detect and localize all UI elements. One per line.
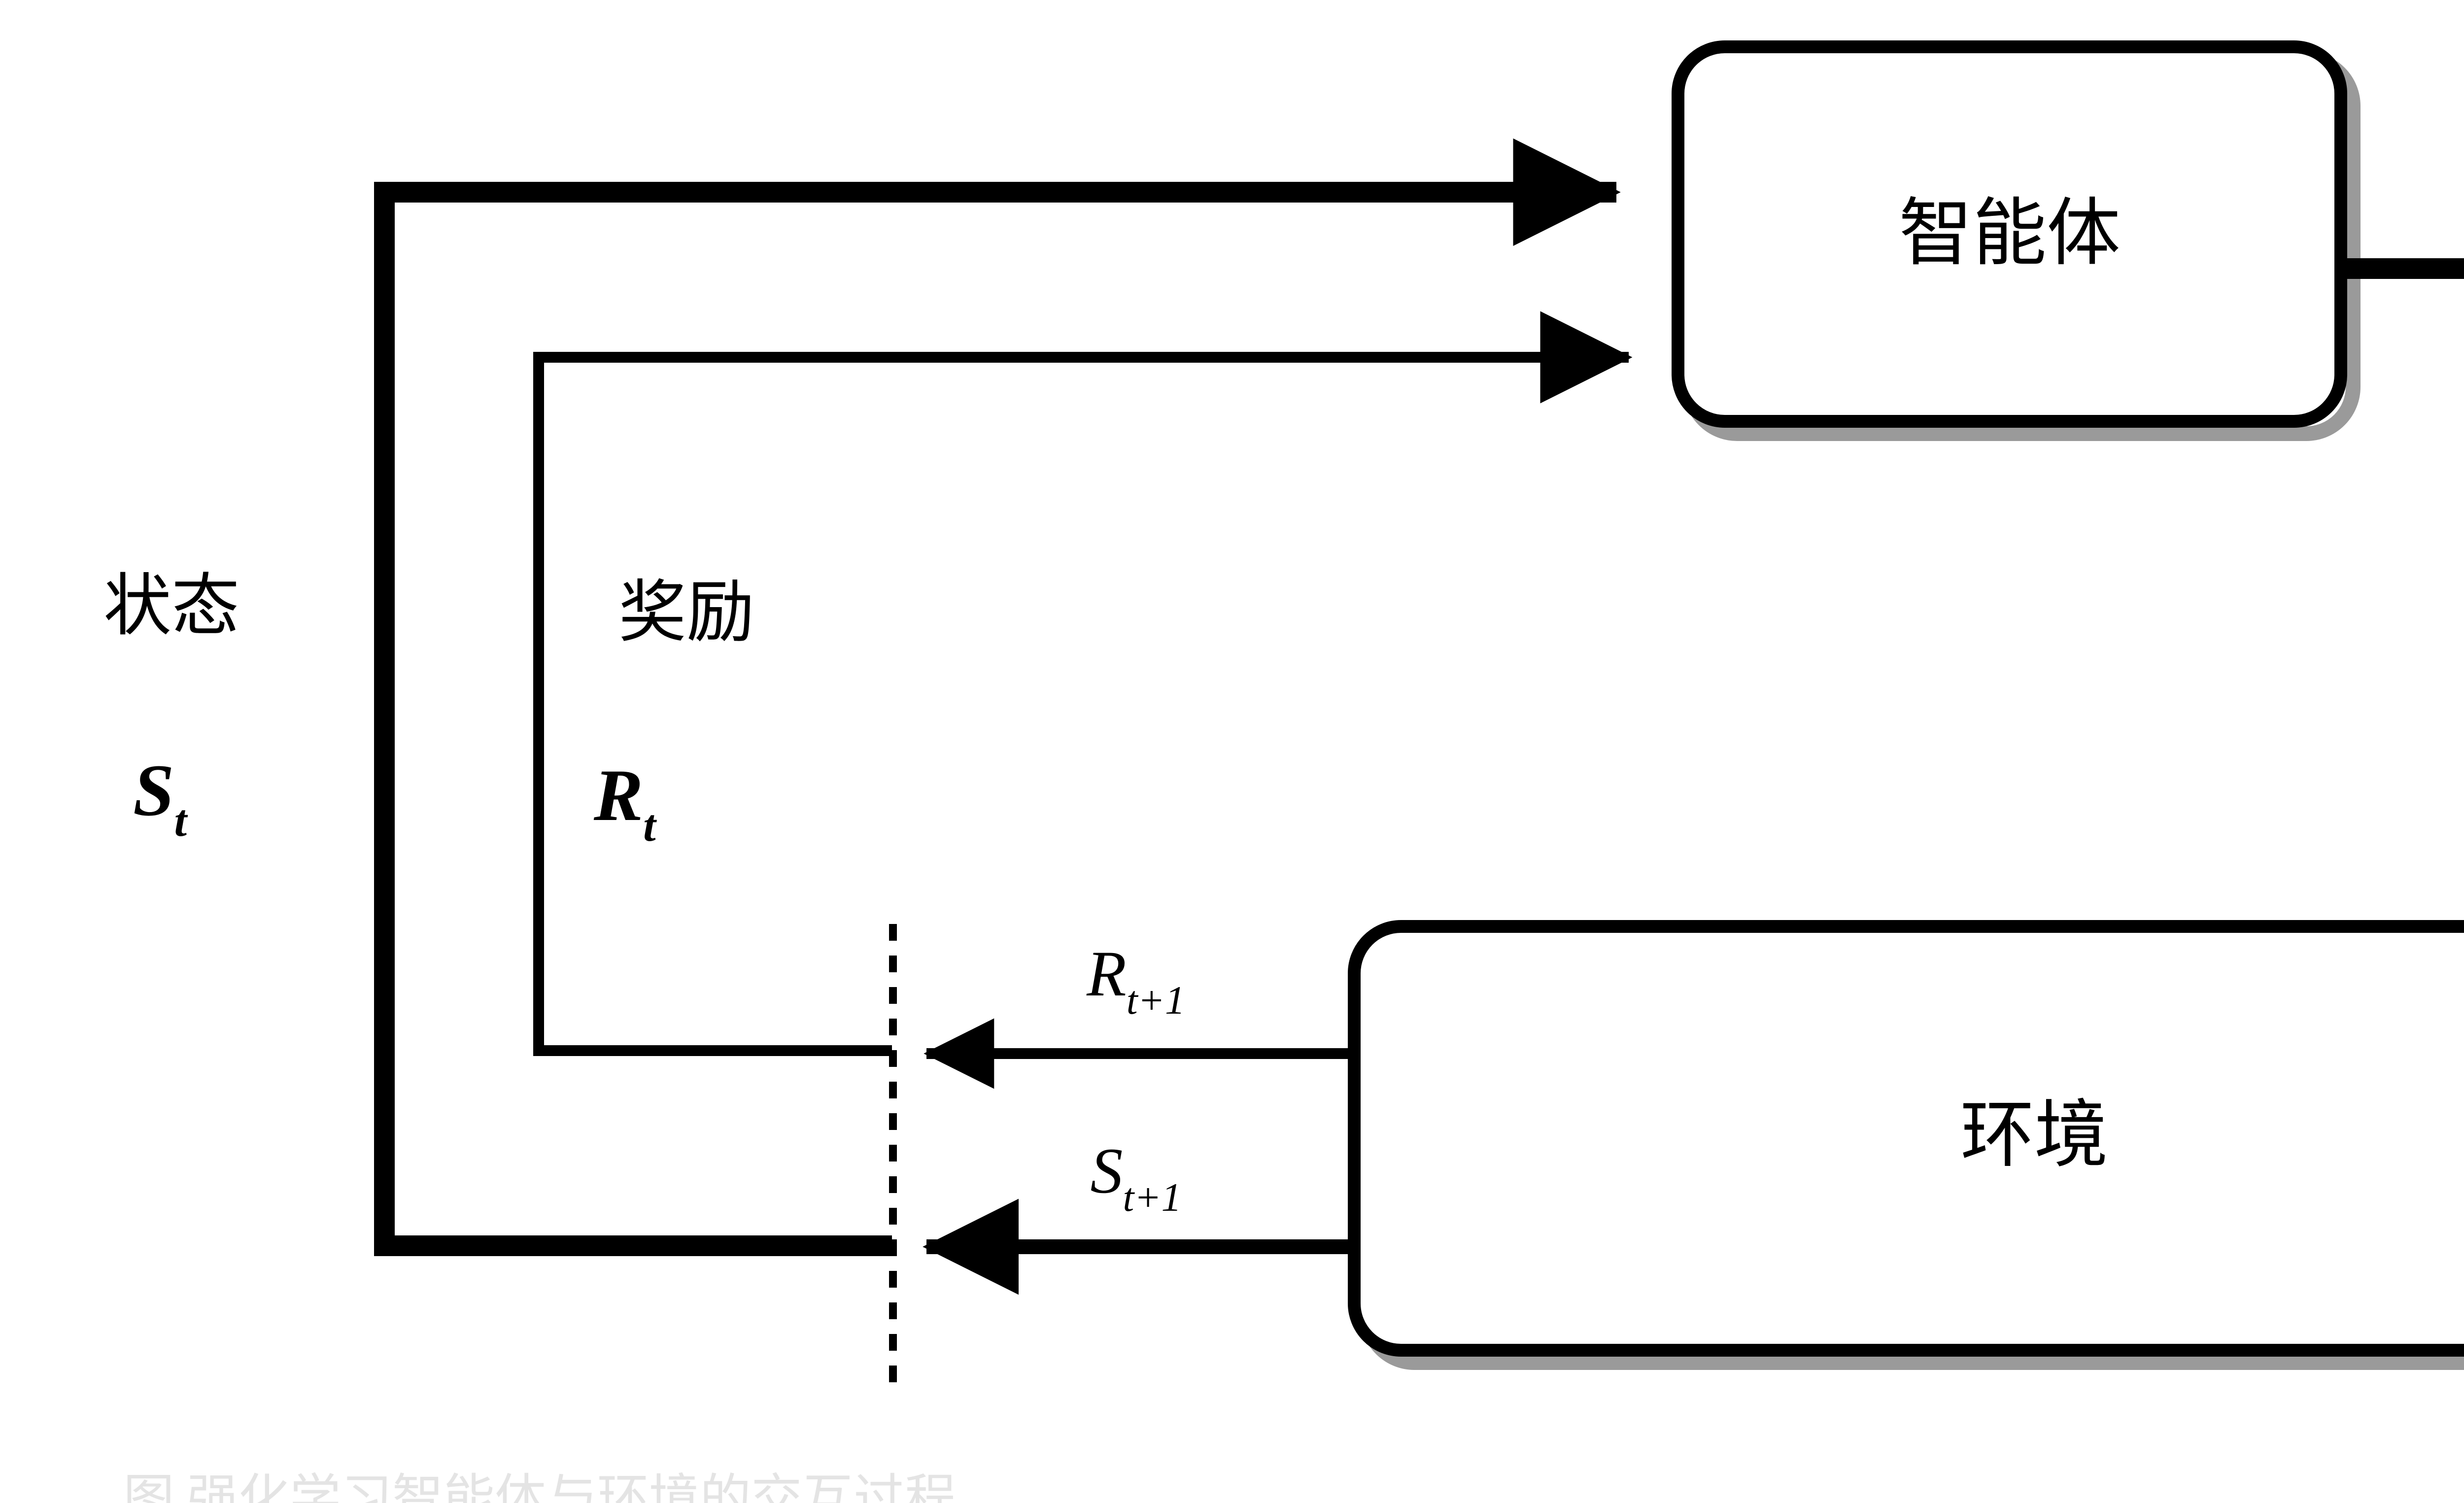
reward-next-label-group: Rt+1	[1086, 937, 1185, 1023]
agent-box-outline	[1672, 40, 2347, 428]
state-flow-arrow	[374, 138, 1621, 1256]
state-symbol: St	[133, 750, 188, 846]
state-next-label: St+1	[1090, 1134, 1181, 1220]
state-path-line	[374, 138, 1621, 1256]
state-signal-label-group: 状态 St	[103, 569, 240, 846]
state-next-symbol: S	[1090, 1134, 1123, 1207]
reward-next-symbol: R	[1086, 937, 1127, 1010]
environment-box-outline	[1348, 920, 2464, 1357]
reward-symbol-subscript: t	[643, 800, 657, 851]
reward-flow-arrow	[533, 311, 1633, 1056]
state-symbol-main: S	[133, 750, 174, 831]
agent-node[interactable]: 智能体	[1672, 40, 2347, 428]
reward-symbol-main: R	[593, 754, 643, 836]
environment-node[interactable]: 环境	[1348, 920, 2464, 1357]
reward-symbol: Rt	[593, 754, 657, 851]
reward-signal-label-group: 奖励 Rt	[593, 575, 754, 851]
state-label-cn: 状态	[103, 569, 240, 644]
reward-next-subscript: t+1	[1127, 978, 1185, 1023]
agent-label: 智能体	[1899, 193, 2121, 274]
reward-next-label: Rt+1	[1086, 937, 1185, 1023]
figure-caption: 图 强化学习智能体与环境的交互过程	[123, 1470, 957, 1503]
environment-label: 环境	[1960, 1094, 2108, 1176]
reward-path-line	[533, 311, 1633, 1056]
state-next-label-group: St+1	[1090, 1134, 1181, 1220]
reward-label-cn: 奖励	[618, 575, 754, 650]
state-symbol-subscript: t	[174, 795, 188, 846]
state-next-subscript: t+1	[1123, 1175, 1181, 1220]
